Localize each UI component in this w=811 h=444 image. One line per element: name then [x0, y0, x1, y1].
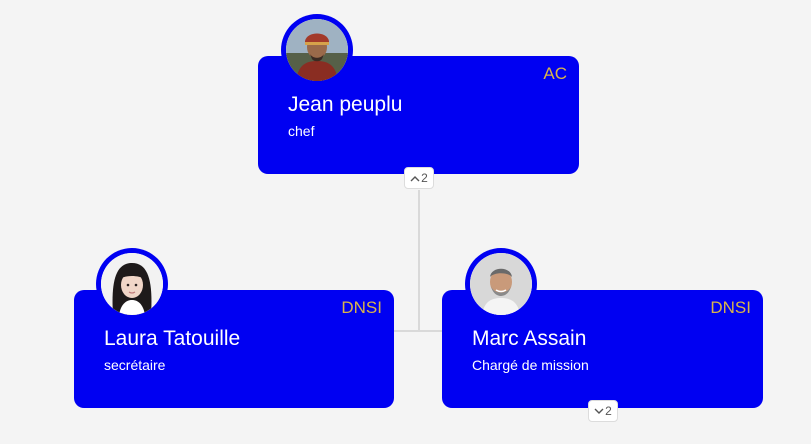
children-count: 2 [605, 404, 612, 418]
chevron-up-icon [410, 175, 420, 181]
person-photo [101, 253, 163, 315]
chevron-down-icon [594, 408, 604, 414]
org-node-laura-tatouille[interactable]: DNSI Laura Tatouille secrétaire [74, 290, 394, 408]
department-badge: DNSI [710, 298, 751, 317]
person-name: Laura Tatouille [104, 327, 241, 350]
department-badge: AC [543, 64, 567, 83]
person-photo [286, 19, 348, 81]
person-role: secrétaire [104, 357, 166, 373]
person-role: chef [288, 123, 315, 139]
connector-vertical [418, 190, 420, 331]
avatar-marc-assain[interactable] [465, 248, 537, 320]
person-name: Marc Assain [472, 327, 587, 350]
avatar-jean-peuplu[interactable] [281, 14, 353, 86]
children-count: 2 [421, 171, 428, 185]
department-badge: DNSI [341, 298, 382, 317]
person-photo [470, 253, 532, 315]
connector-horizontal [394, 330, 442, 332]
expand-toggle[interactable]: 2 [588, 400, 618, 422]
collapse-toggle[interactable]: 2 [404, 167, 434, 189]
person-role: Chargé de mission [472, 357, 589, 373]
person-name: Jean peuplu [288, 93, 403, 116]
avatar-laura-tatouille[interactable] [96, 248, 168, 320]
